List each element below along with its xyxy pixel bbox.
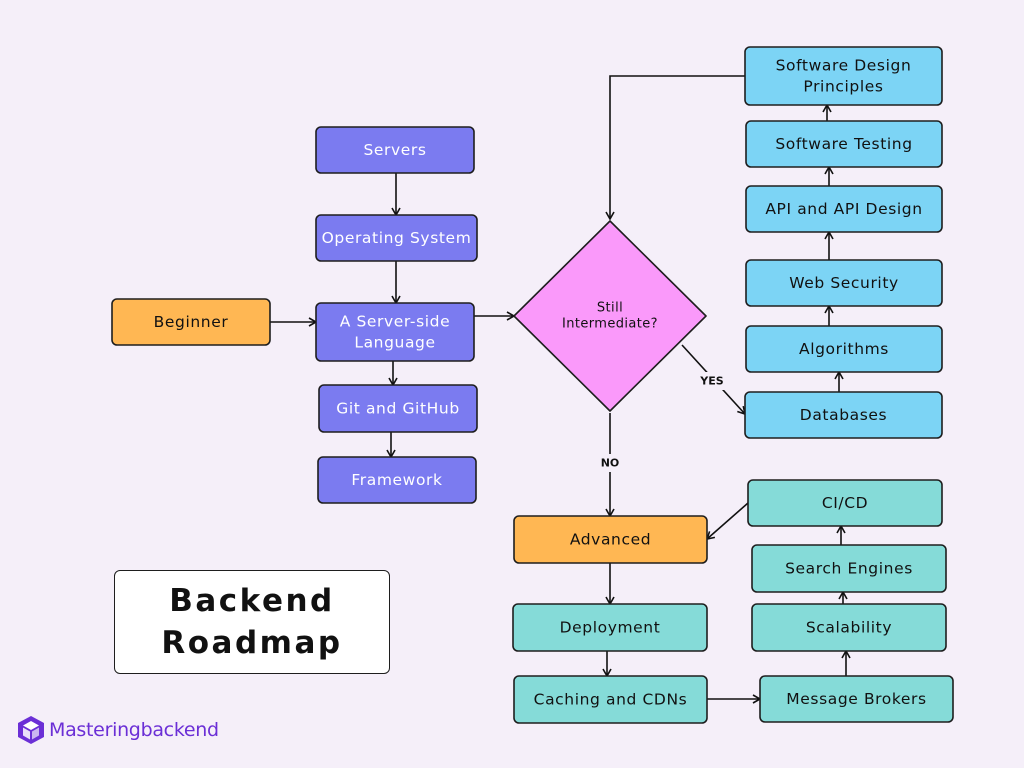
node-box [315, 302, 475, 362]
brand-logo[interactable]: Masteringbackend [17, 714, 219, 746]
node-box [317, 456, 477, 504]
node-box [759, 675, 954, 723]
node-search-engines[interactable]: Search Engines [751, 544, 947, 593]
title-card: Backend Roadmap [114, 570, 390, 674]
node-advanced[interactable]: Advanced [513, 515, 708, 564]
node-label: Beginner [154, 313, 229, 331]
node-label: Git and GitHub [336, 400, 460, 418]
node-box [513, 515, 708, 564]
node-box [744, 391, 943, 439]
node-caching-cdns[interactable]: Caching and CDNs [513, 675, 708, 724]
node-servers[interactable]: Servers [315, 126, 475, 174]
node-box [513, 675, 708, 724]
edge-label-background [696, 372, 728, 390]
node-software-testing[interactable]: Software Testing [745, 120, 943, 168]
decision-label-line: Intermediate? [562, 317, 658, 332]
node-label: Scalability [806, 619, 892, 637]
node-label: Operating System [322, 229, 472, 247]
node-label: CI/CD [822, 494, 868, 512]
edge-labels-layer: YES NO [594, 372, 728, 472]
node-box [745, 185, 943, 233]
node-ci-cd[interactable]: CI/CD [747, 479, 943, 527]
node-box [751, 603, 947, 652]
node-label: Framework [351, 471, 442, 489]
node-label: Message Brokers [786, 690, 926, 708]
node-label: A Server-side [340, 313, 451, 331]
title-line-1: Backend [169, 583, 335, 619]
node-box [111, 298, 271, 346]
edge-arrow-software-design-to-still-intermediate [605, 75, 745, 221]
node-box [744, 46, 943, 106]
node-box [315, 214, 478, 262]
edges-layer [270, 75, 851, 704]
edge-label-no: NO [601, 457, 620, 470]
node-message-brokers[interactable]: Message Brokers [759, 675, 954, 723]
node-label: Advanced [570, 531, 651, 549]
node-operating-system[interactable]: Operating System [315, 214, 478, 262]
hexagon-cube-icon [18, 716, 44, 744]
title-line-2: Roadmap [161, 625, 343, 661]
node-label: Software Design [776, 57, 912, 75]
node-label: API and API Design [765, 200, 922, 218]
node-web-security[interactable]: Web Security [745, 259, 943, 307]
node-label: Search Engines [785, 560, 913, 578]
node-deployment[interactable]: Deployment [512, 603, 708, 652]
decision-label-line: Still [597, 301, 623, 316]
node-api-design[interactable]: API and API Design [745, 185, 943, 233]
node-box [512, 603, 708, 652]
node-box [745, 325, 943, 373]
node-label: Caching and CDNs [534, 691, 688, 709]
node-databases[interactable]: Databases [744, 391, 943, 439]
node-label: Principles [803, 78, 883, 96]
node-label: Software Testing [775, 135, 912, 153]
node-label: Deployment [560, 619, 661, 637]
node-label: Servers [363, 141, 426, 159]
node-scalability[interactable]: Scalability [751, 603, 947, 652]
node-box [747, 479, 943, 527]
node-box [751, 544, 947, 593]
node-label: Language [354, 334, 435, 352]
node-box [745, 120, 943, 168]
node-label: Web Security [789, 274, 899, 292]
node-label: Databases [800, 406, 887, 424]
brand-logo-text: Masteringbackend [49, 719, 219, 741]
node-algorithms[interactable]: Algorithms [745, 325, 943, 373]
node-git-github[interactable]: Git and GitHub [318, 384, 478, 433]
decision-diamond-shape [513, 220, 707, 412]
edge-arrow-ci-cd-to-advanced [705, 502, 749, 541]
node-box [315, 126, 475, 174]
node-box [318, 384, 478, 433]
edge-label-background [594, 454, 626, 472]
node-beginner[interactable]: Beginner [111, 298, 271, 346]
node-framework[interactable]: Framework [317, 456, 477, 504]
node-box [745, 259, 943, 307]
edge-label-yes: YES [699, 375, 723, 388]
node-label: Algorithms [799, 340, 889, 358]
